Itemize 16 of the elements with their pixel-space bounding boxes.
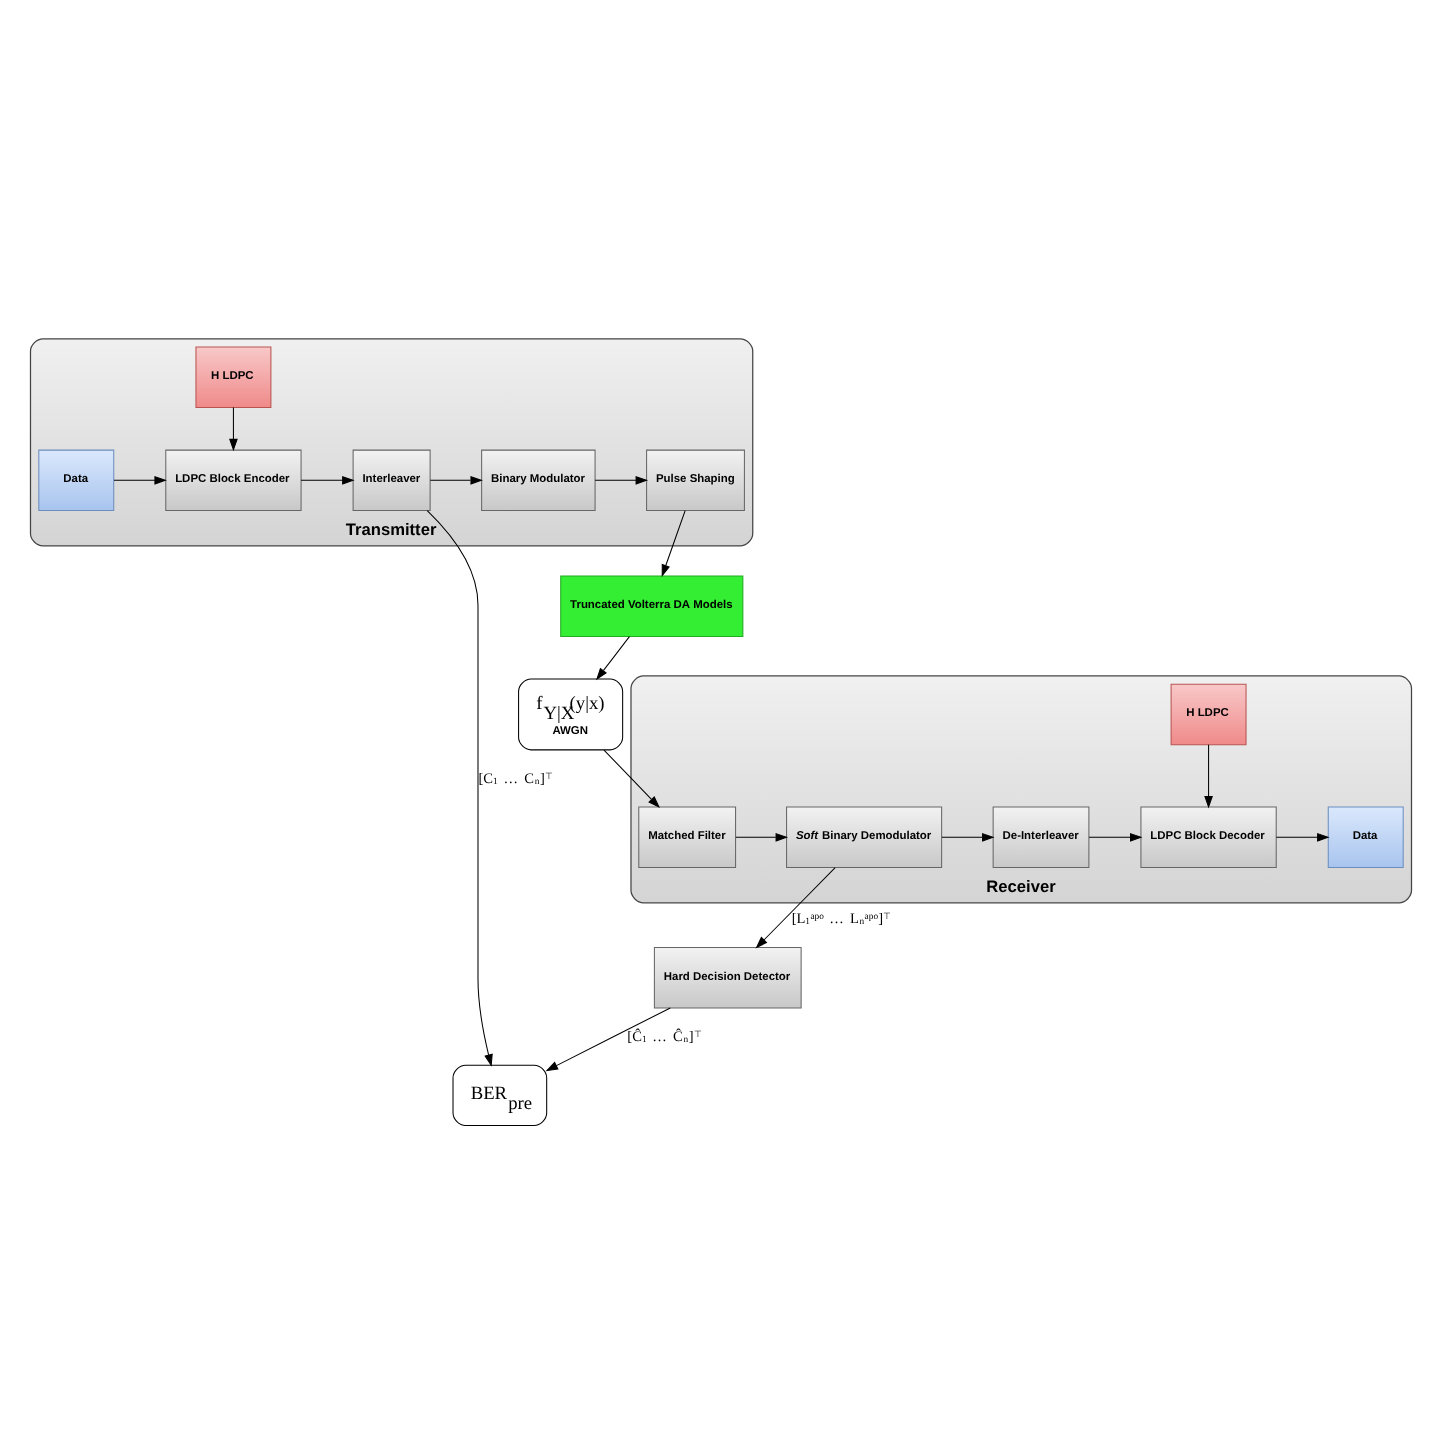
arrow <box>754 866 835 948</box>
arrow <box>940 831 994 841</box>
arrow <box>228 406 237 451</box>
arrow <box>299 474 354 484</box>
arrow <box>1203 743 1212 808</box>
arrow <box>112 474 166 484</box>
arrow <box>660 509 685 577</box>
arrow <box>428 474 482 484</box>
arrow <box>425 509 492 1066</box>
arrow <box>1274 831 1329 841</box>
arrow <box>602 748 659 808</box>
arrow <box>734 831 788 841</box>
arrow <box>544 1006 670 1071</box>
arrow <box>595 635 629 680</box>
arrow <box>1087 831 1142 841</box>
arrow <box>593 474 648 484</box>
